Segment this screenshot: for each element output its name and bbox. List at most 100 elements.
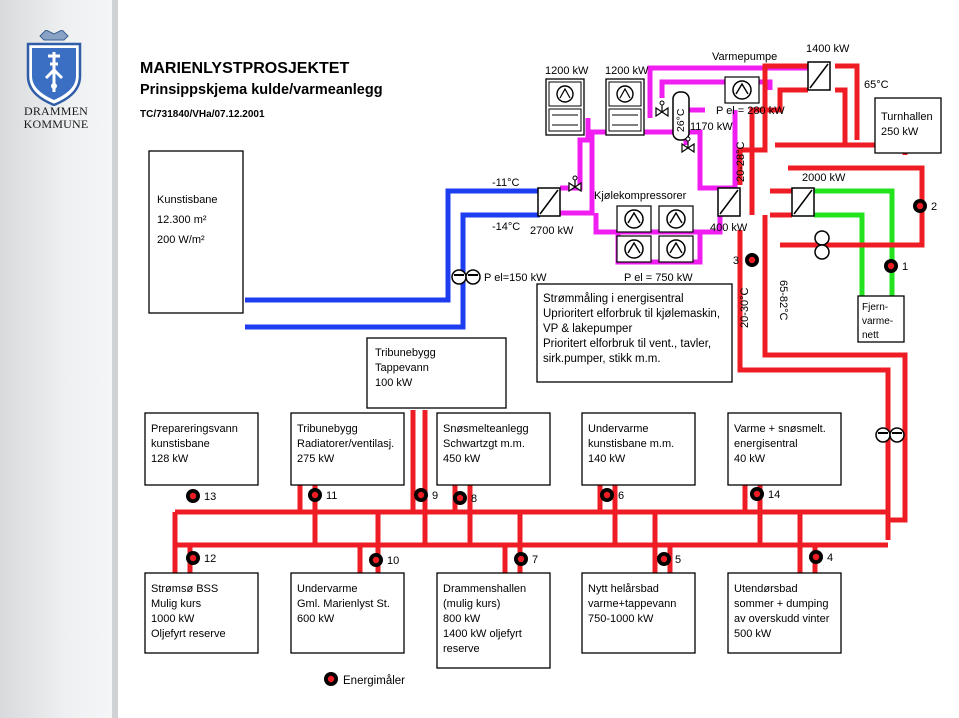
label-t2030: 20-30°C [739, 287, 751, 328]
legend-label: Energimåler [343, 675, 405, 687]
box-line: Turnhallen [881, 111, 933, 123]
label-kjolekomp: Kjølekompressorer [594, 190, 687, 202]
box-line: Snøsmelteanlegg [443, 423, 529, 435]
energy-meter-icon [186, 551, 200, 565]
label-varmepumpe: Varmepumpe [712, 51, 777, 63]
heat-exchanger-condenser-diagonal [719, 189, 739, 215]
box-line: 450 kW [443, 453, 481, 465]
district-pump-icon [814, 230, 830, 260]
box-line: VP & lakepumper [543, 323, 632, 335]
box-line: nett [862, 330, 879, 341]
label-kw1200a: 1200 kW [545, 65, 589, 77]
compressor-icon [616, 235, 652, 263]
meter-number: 5 [675, 554, 681, 566]
label-kw1170: 1170 kW [690, 121, 733, 133]
label-kw2000: 2000 kW [802, 172, 846, 184]
heat-exchanger-district-diagonal [793, 189, 813, 215]
box-line: varme+tappevann [588, 598, 676, 610]
energy-meter-icon [186, 489, 200, 503]
hot-pipe-main-supply [762, 215, 908, 523]
box-line: Undervarme [588, 423, 649, 435]
label-t26: 26°C [675, 108, 687, 132]
box-line: Undervarme [297, 583, 358, 595]
label-kw1400: 1400 kW [806, 43, 850, 55]
meter-number: 8 [471, 493, 477, 505]
meter-number: 4 [827, 552, 833, 564]
refrigerant-pipe-b [560, 129, 720, 216]
box-line: reserve [443, 643, 480, 655]
meter-number: 14 [768, 489, 780, 501]
energy-meter-icon [414, 488, 428, 502]
box-line: energisentral [734, 438, 798, 450]
hot-pipe-vp-supply [737, 63, 808, 185]
box-line: Uprioritert elforbruk til kjølemaskin, [543, 308, 720, 320]
expansion-valve-icon [681, 136, 695, 154]
label-t65: 65°C [864, 79, 889, 91]
label-pel280: P el = 280 kW [716, 105, 785, 117]
expansion-valve-icon [655, 100, 669, 118]
energy-meter-icon [884, 259, 898, 273]
district-heating-return [814, 212, 865, 296]
expansion-valve-icon [568, 175, 582, 193]
compressor-icon [658, 235, 694, 263]
box-line: 250 kW [881, 126, 919, 138]
energy-meter-icon [600, 488, 614, 502]
label-tm14: -14°C [492, 221, 520, 233]
org-name-line1: DRAMMEN [23, 104, 89, 118]
box-line: varme- [862, 316, 893, 327]
label-kw2700: 2700 kW [530, 225, 574, 237]
title-sub: Prinsippskjema kulde/varmeanlegg [140, 82, 383, 98]
heat-exchanger-brine-diagonal [539, 189, 559, 215]
box-line: kunstisbane m.m. [588, 438, 674, 450]
refrigerant-pipe-e [593, 213, 723, 265]
meter-number: 10 [387, 555, 399, 567]
legend-meter-icon [324, 672, 338, 686]
sidebar: DRAMMEN KOMMUNE [0, 0, 112, 718]
energy-meter-icon [809, 550, 823, 564]
meter-number: 11 [326, 490, 337, 502]
hot-pipe-top [835, 63, 860, 140]
org-name-line2: KOMMUNE [23, 117, 89, 131]
box-line: Varme + snøsmelt. [734, 423, 826, 435]
meter-number: 1 [902, 261, 908, 273]
energy-meter-icon [453, 491, 467, 505]
box-line: 128 kW [151, 453, 189, 465]
box-line: Strømsø BSS [151, 583, 218, 595]
box-line: 100 kW [375, 377, 413, 389]
box-line: kunstisbane [151, 438, 210, 450]
box-turnhallen: Turnhallen 250 kW [874, 97, 942, 154]
box-line: Schwartzgt m.m. [443, 438, 525, 450]
hot-pipe-top-return [835, 87, 848, 145]
meter-number: 2 [931, 201, 937, 213]
energy-meter-icon [308, 488, 322, 502]
box-line: sommer + dumping [734, 598, 828, 610]
box-line: Oljefyrt reserve [151, 628, 226, 640]
box-line: Radiatorer/ventilasj. [297, 438, 394, 450]
box-line: 1400 kW oljefyrt [443, 628, 522, 640]
box-line: Utendørsbad [734, 583, 798, 595]
hot-pipe-vp-return [749, 87, 808, 215]
box-line: 800 kW [443, 613, 481, 625]
box-line: Gml. Marienlyst St. [297, 598, 390, 610]
box-fjernvarme: Fjern-varme-nett [857, 295, 905, 343]
label-tm11: -11°C [492, 177, 519, 189]
box-line: (mulig kurs) [443, 598, 500, 610]
chiller-unit-1200kw-b [605, 78, 645, 136]
energy-meter-icon [369, 553, 383, 567]
meter-number: 13 [204, 491, 216, 503]
box-line: Mulig kurs [151, 598, 202, 610]
label-t6582: 65-82°C [777, 280, 789, 321]
energy-meter-icon [657, 552, 671, 566]
meter-number: 6 [618, 490, 624, 502]
brine-pump-icon [451, 269, 481, 285]
